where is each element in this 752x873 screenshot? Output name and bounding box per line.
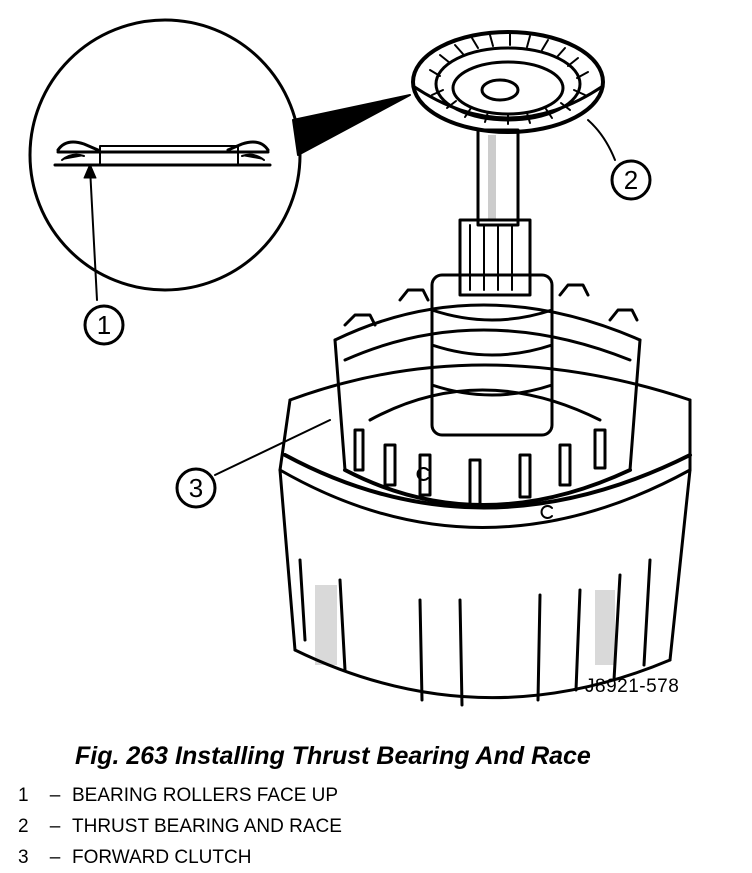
leader-arrow-1 <box>83 163 97 179</box>
callout-2-number: 2 <box>624 165 638 195</box>
legend-label: THRUST BEARING AND RACE <box>72 816 342 837</box>
legend-label: FORWARD CLUTCH <box>72 847 252 868</box>
leader-line-1 <box>89 167 98 301</box>
figure-caption: Fig. 263 Installing Thrust Bearing And R… <box>75 742 591 770</box>
legend-item: 3 – FORWARD CLUTCH <box>18 842 342 873</box>
figure-code: J8921-578 <box>585 676 680 697</box>
legend-label: BEARING ROLLERS FACE UP <box>72 785 339 806</box>
thrust-bearing-and-race <box>411 30 605 134</box>
callout-2: 2 <box>610 159 652 201</box>
callout-3: 3 <box>175 467 217 509</box>
legend: 1 – BEARING ROLLERS FACE UP 2 – THRUST B… <box>18 780 342 873</box>
legend-item: 2 – THRUST BEARING AND RACE <box>18 811 342 842</box>
legend-item: 1 – BEARING ROLLERS FACE UP <box>18 780 342 811</box>
callout-1: 1 <box>83 304 125 346</box>
callout-1-number: 1 <box>97 310 111 340</box>
legend-number: 1 <box>18 785 29 806</box>
callout-3-number: 3 <box>189 473 203 503</box>
forward-clutch-housing <box>278 363 692 707</box>
legend-separator: – <box>49 785 61 806</box>
legend-separator: – <box>49 847 61 868</box>
leader-line-2 <box>587 119 616 161</box>
illustration: 1 2 3 <box>28 18 692 707</box>
legend-separator: – <box>49 816 61 837</box>
input-shaft <box>430 128 554 437</box>
legend-number: 3 <box>18 847 29 868</box>
leader-line-3 <box>214 419 331 476</box>
legend-number: 2 <box>18 816 29 837</box>
clutch-hub <box>333 283 642 519</box>
detail-magnifier <box>28 18 411 292</box>
